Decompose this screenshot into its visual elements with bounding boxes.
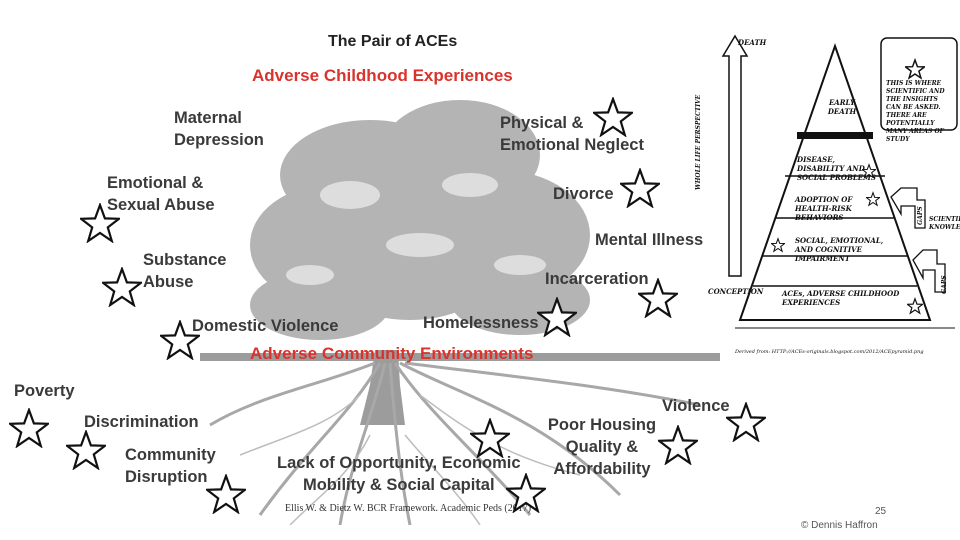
label-discrimination: Discrimination — [84, 413, 199, 431]
label-physical-emotional-neglect: Physical & Emotional Neglect — [500, 114, 644, 154]
label-maternal-depression: Maternal Depression — [174, 109, 264, 149]
pyramid-death: DEATH — [738, 38, 767, 47]
pyramid-note: THIS IS WHERE SCIENTIFIC AND THE INSIGHT… — [886, 80, 945, 143]
pyramid-level-early-death: EARLY DEATH — [827, 98, 857, 116]
label-substance-abuse: Substance Abuse — [143, 251, 227, 291]
pyramid-conception: CONCEPTION — [708, 287, 764, 296]
label-incarceration: Incarceration — [545, 270, 649, 288]
star-icon — [726, 402, 766, 442]
star-icon — [593, 97, 633, 137]
star-icon — [206, 474, 246, 514]
pyramid-level-aces: ACEs, ADVERSE CHILDHOOD EXPERIENCES — [782, 289, 900, 307]
star-icon — [537, 297, 577, 337]
star-icon — [638, 278, 678, 318]
star-icon — [907, 296, 923, 316]
label-lack-of-opportunity: Lack of Opportunity, Economic Mobility &… — [277, 454, 521, 494]
star-icon — [506, 473, 546, 513]
label-poor-housing: Poor Housing Quality & Affordability — [547, 416, 657, 478]
label-divorce: Divorce — [553, 185, 614, 203]
tree-illustration — [200, 100, 720, 525]
star-icon — [80, 203, 120, 243]
copyright: © Dennis Haffron — [801, 520, 878, 531]
star-icon — [102, 267, 142, 307]
pyramid-level-social: SOCIAL, EMOTIONAL, AND COGNITIVE IMPAIRM… — [795, 236, 884, 263]
label-emotional-sexual-abuse: Emotional & Sexual Abuse — [107, 174, 215, 214]
pyramid-source: Derived from: HTTP://ACEs-originals.blog… — [735, 349, 924, 355]
star-icon — [905, 57, 925, 81]
label-mental-illness: Mental Illness — [595, 231, 704, 249]
pyramid-gaps-lower: GAPS — [941, 275, 948, 294]
star-icon — [66, 430, 106, 470]
pyramid-gaps-upper: GAPS — [917, 206, 924, 225]
ace-pyramid-figure — [721, 34, 958, 329]
label-violence: Violence — [662, 397, 730, 415]
star-icon — [866, 190, 880, 208]
pyramid-level-disease: DISEASE, DISABILITY AND SOCIAL PROBLEMS — [797, 155, 876, 182]
adverse-childhood-heading: Adverse Childhood Experiences — [252, 66, 513, 85]
star-icon — [9, 408, 49, 448]
label-poverty: Poverty — [14, 382, 75, 400]
label-community-disruption: Community Disruption — [125, 446, 216, 486]
star-icon — [771, 236, 785, 254]
slide-number: 25 — [875, 506, 887, 517]
adverse-community-heading: Adverse Community Environments — [250, 344, 534, 363]
star-icon — [658, 425, 698, 465]
star-icon — [620, 168, 660, 208]
label-homelessness: Homelessness — [423, 314, 539, 332]
star-icon — [862, 162, 876, 180]
star-icon — [160, 320, 200, 360]
label-domestic-violence: Domestic Violence — [192, 317, 339, 335]
pyramid-whole-life: WHOLE LIFE PERSPECTIVE — [695, 94, 702, 190]
star-icon — [470, 418, 510, 458]
pyramid-scientific-knowledge: SCIENTIFIC KNOWLEDGE — [929, 216, 960, 231]
pyramid-level-adoption: ADOPTION OF HEALTH-RISK BEHAVIORS — [795, 195, 853, 222]
diagram-title: The Pair of ACEs — [328, 33, 458, 50]
citation: Ellis W. & Dietz W. BCR Framework. Acade… — [285, 503, 532, 514]
